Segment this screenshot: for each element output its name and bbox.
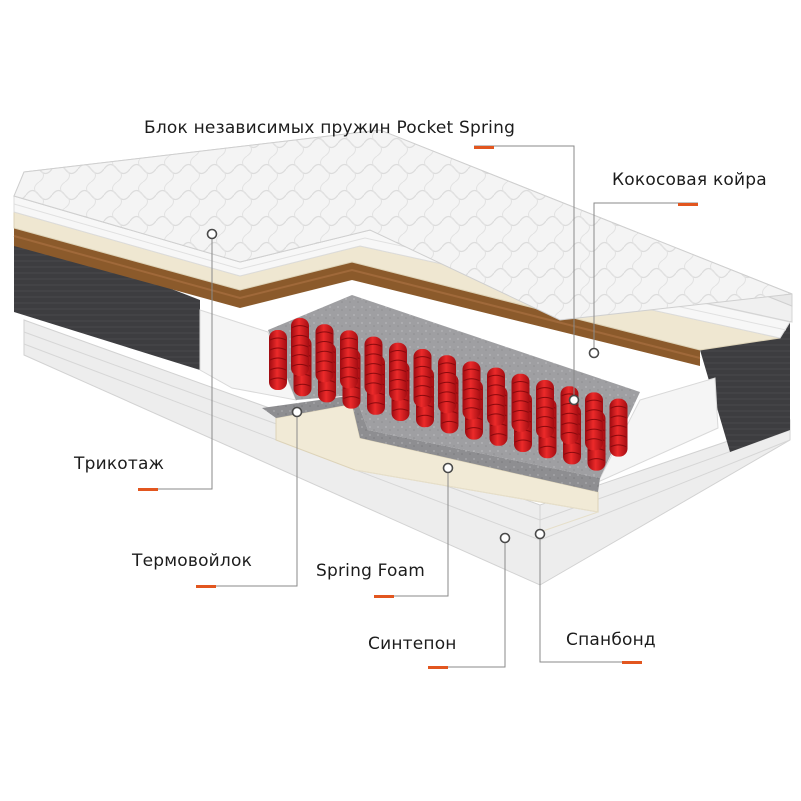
coir-layer — [13, 228, 701, 366]
label-coir: Кокосовая койра — [612, 170, 767, 190]
label-jersey: Трикотаж — [74, 454, 165, 474]
marker-spunbond — [534, 528, 546, 540]
spring-coil — [462, 361, 481, 420]
accent-pocket-spring — [474, 146, 494, 149]
marker-jersey — [206, 228, 218, 240]
pocket-spring-block — [269, 318, 628, 471]
mattress-bottom — [23, 319, 791, 586]
side-panel — [14, 228, 790, 452]
spring-coil — [413, 349, 432, 407]
accent-felt — [196, 585, 216, 588]
spring-coil — [560, 386, 579, 445]
leader-jersey — [158, 234, 213, 490]
accent-coir — [678, 203, 698, 206]
spring-coil — [364, 336, 383, 395]
spring-coil — [487, 367, 505, 426]
marker-spring-foam — [442, 462, 454, 474]
marker-pocket-spring — [568, 394, 580, 406]
marker-dots — [206, 228, 600, 544]
leader-lines — [158, 145, 698, 668]
label-pocket-spring: Блок независимых пружин Pocket Spring — [144, 118, 516, 138]
marker-felt — [291, 406, 303, 418]
leader-coir — [593, 202, 698, 353]
leader-spring-foam — [394, 468, 449, 597]
accent-spunbond — [622, 661, 642, 664]
spring-coil — [389, 342, 407, 401]
spring-coil — [438, 355, 456, 414]
label-felt: Термовойлок — [132, 551, 253, 571]
marker-coir — [588, 347, 600, 359]
leader-pocket-spring — [474, 145, 575, 400]
leader-sintepon — [448, 538, 506, 668]
accent-jersey — [138, 488, 158, 491]
marker-sintepon — [499, 532, 511, 544]
label-spring-foam: Spring Foam — [316, 561, 426, 581]
quilted-top — [13, 129, 793, 323]
spring-coil — [511, 373, 530, 432]
accent-spring-foam — [374, 595, 394, 598]
spring-coil — [315, 324, 334, 383]
accent-sintepon — [428, 666, 448, 669]
spring-coil — [291, 318, 309, 376]
spring-coil — [585, 392, 603, 451]
spring-coil — [609, 398, 628, 457]
spring-coil — [536, 380, 554, 438]
leader-felt — [216, 412, 298, 587]
label-sintepon: Синтепон — [368, 634, 457, 654]
spring-coil — [340, 330, 358, 389]
label-spunbond: Спанбонд — [566, 630, 656, 650]
leader-spunbond — [539, 534, 642, 663]
spring-coil — [269, 330, 287, 390]
